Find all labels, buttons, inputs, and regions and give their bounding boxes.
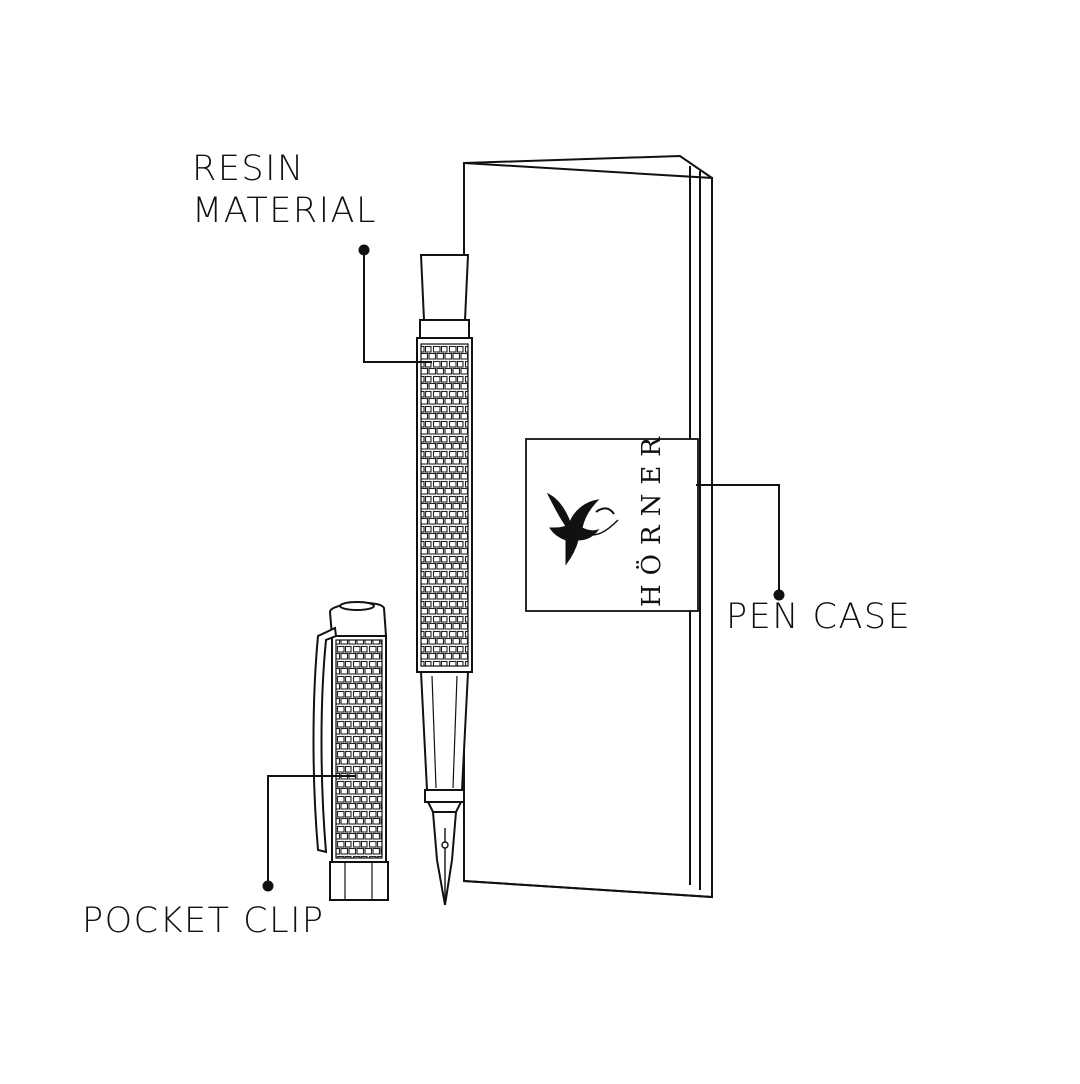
callout-pocket-clip: POCKET CLIP [82, 901, 325, 941]
callout-resin-line1: RESIN [192, 149, 305, 189]
leader-dot-clip [262, 880, 274, 892]
case-label-sleeve: HÖRNER [525, 428, 699, 612]
pocket-clip [312, 626, 338, 854]
cap-band [329, 861, 389, 901]
brand-wordmark: HÖRNER [635, 428, 667, 607]
resin-pattern [420, 343, 469, 667]
pen-end-cap [419, 254, 470, 321]
leader-resin-material [363, 250, 432, 363]
pen-cap [312, 601, 389, 901]
callout-pen-case: PEN CASE [726, 597, 912, 637]
callout-resin-line2: MATERIAL [192, 191, 378, 231]
callout-resin-material: RESIN MATERIAL [192, 148, 377, 232]
phoenix-icon [546, 492, 619, 566]
pen-end-ring [419, 319, 470, 339]
pen-section [419, 671, 470, 791]
leader-pen-case [696, 484, 780, 595]
pen-body [416, 254, 473, 906]
leader-dot-case [773, 589, 785, 601]
case-bottom-edge [463, 880, 713, 898]
case-top-edge [463, 154, 713, 179]
callout-leaders [262, 244, 785, 892]
leader-pocket-clip [267, 775, 356, 886]
pen-grip-ring [424, 789, 465, 803]
cap-resin-pattern [335, 639, 383, 859]
leader-dot-resin [358, 244, 370, 256]
